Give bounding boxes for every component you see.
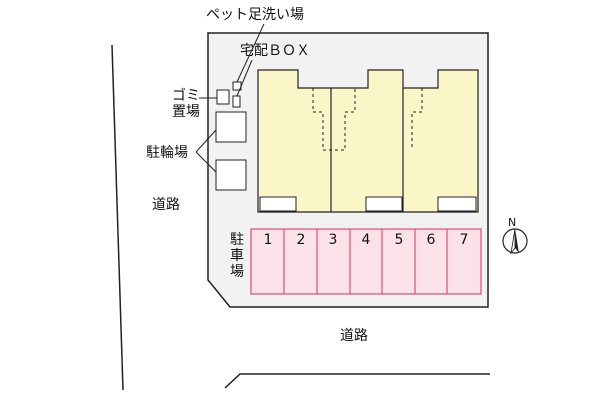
parking-lot [250, 228, 482, 295]
garbage-label: ゴミ置場 [172, 88, 200, 120]
bicycle-parking-label: 駐輪場 [146, 145, 188, 161]
entrance [365, 196, 403, 212]
parking-slot-number: 7 [459, 232, 469, 248]
bicycle-parking-box [215, 159, 247, 191]
parking-slot-number: 3 [328, 232, 338, 248]
parking-slot-number: 1 [263, 232, 273, 248]
delivery-box-label: 宅配ＢＯＸ [240, 43, 310, 59]
delivery-box [232, 95, 241, 108]
building [257, 69, 479, 213]
entrance [437, 196, 477, 212]
leader-line [236, 59, 253, 97]
parking-slot-number: 4 [361, 232, 371, 248]
road-edge-bottom [224, 373, 490, 389]
compass-north-icon [502, 228, 528, 255]
entrance [259, 196, 297, 212]
bicycle-parking-box [215, 111, 247, 143]
leader-line [236, 23, 265, 83]
leader-line [195, 151, 217, 173]
interior-partition [312, 88, 356, 151]
north-label: N [508, 216, 517, 229]
road-label-bottom: 道路 [340, 328, 368, 344]
parking-slot-number: 2 [296, 232, 306, 248]
parking-label: 駐車場 [230, 232, 244, 280]
parking-dividers [283, 229, 448, 294]
road-label-left: 道路 [152, 197, 180, 213]
road-edge-left [111, 44, 124, 391]
interior-partition [411, 88, 423, 150]
leader-line [195, 129, 217, 153]
pet-wash-label: ペット足洗い場 [206, 7, 304, 23]
parking-slot-number: 6 [426, 232, 436, 248]
parking-slot-number: 5 [394, 232, 404, 248]
garbage-area [216, 89, 230, 105]
